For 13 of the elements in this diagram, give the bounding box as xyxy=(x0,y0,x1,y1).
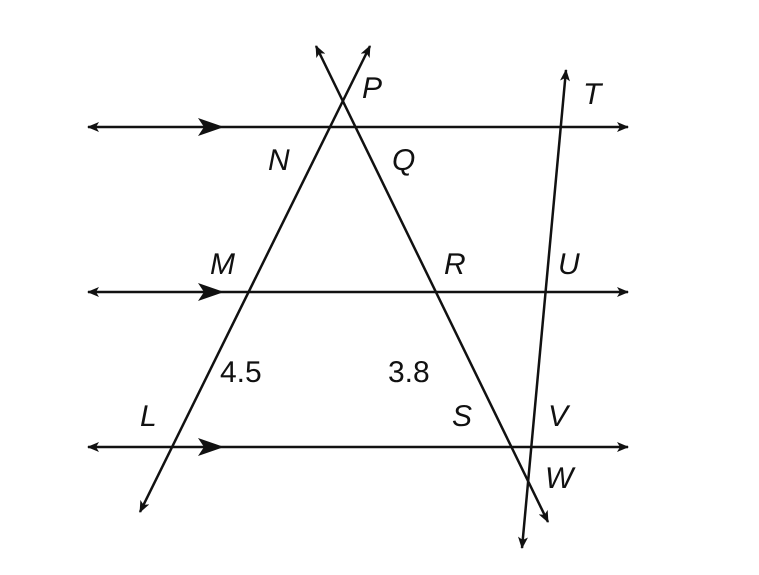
point-label: R xyxy=(444,250,466,280)
length-label: 4.5 xyxy=(220,358,262,388)
point-label: Q xyxy=(392,146,416,176)
point-label: T xyxy=(583,80,602,110)
length-label: 3.8 xyxy=(388,358,430,388)
point-label: M xyxy=(210,250,235,280)
point-label: P xyxy=(362,74,382,104)
point-label: S xyxy=(452,402,472,432)
point-label: U xyxy=(558,250,580,280)
point-label: W xyxy=(545,464,574,494)
point-label: L xyxy=(140,402,157,432)
point-label: N xyxy=(268,146,290,176)
point-label: V xyxy=(548,402,568,432)
